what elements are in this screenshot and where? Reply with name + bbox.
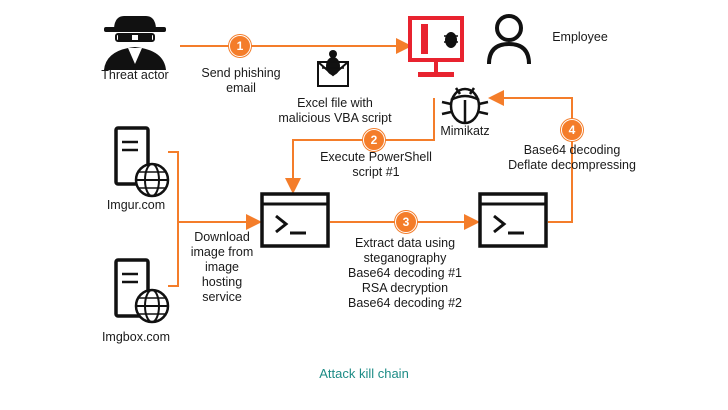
server-globe-icon <box>114 126 170 198</box>
step-2-badge: 2 <box>363 129 385 151</box>
threat-actor-label: Threat actor <box>101 68 169 82</box>
imgbox-label: Imgbox.com <box>101 330 171 344</box>
imgur-label: Imgur.com <box>106 198 166 212</box>
step-1-badge: 1 <box>229 35 251 57</box>
line-imgur-to-download <box>168 151 179 222</box>
step-4-badge: 4 <box>561 119 583 141</box>
server-globe-icon <box>114 258 170 324</box>
mimikatz-label: Mimikatz <box>440 124 490 138</box>
envelope-bug-icon <box>317 50 349 87</box>
bug-icon <box>441 87 489 125</box>
step-3-badge: 3 <box>395 211 417 233</box>
arrow-terminal2-to-mimikatz <box>488 90 573 223</box>
person-icon <box>487 14 531 65</box>
terminal-icon <box>478 192 548 248</box>
figure-caption: Attack kill chain <box>319 366 409 381</box>
terminal-icon <box>260 192 330 248</box>
spy-icon <box>104 16 166 70</box>
line-imgbox-to-download <box>168 222 179 287</box>
computer-bug-icon <box>408 16 464 77</box>
employee-label: Employee <box>552 30 608 44</box>
